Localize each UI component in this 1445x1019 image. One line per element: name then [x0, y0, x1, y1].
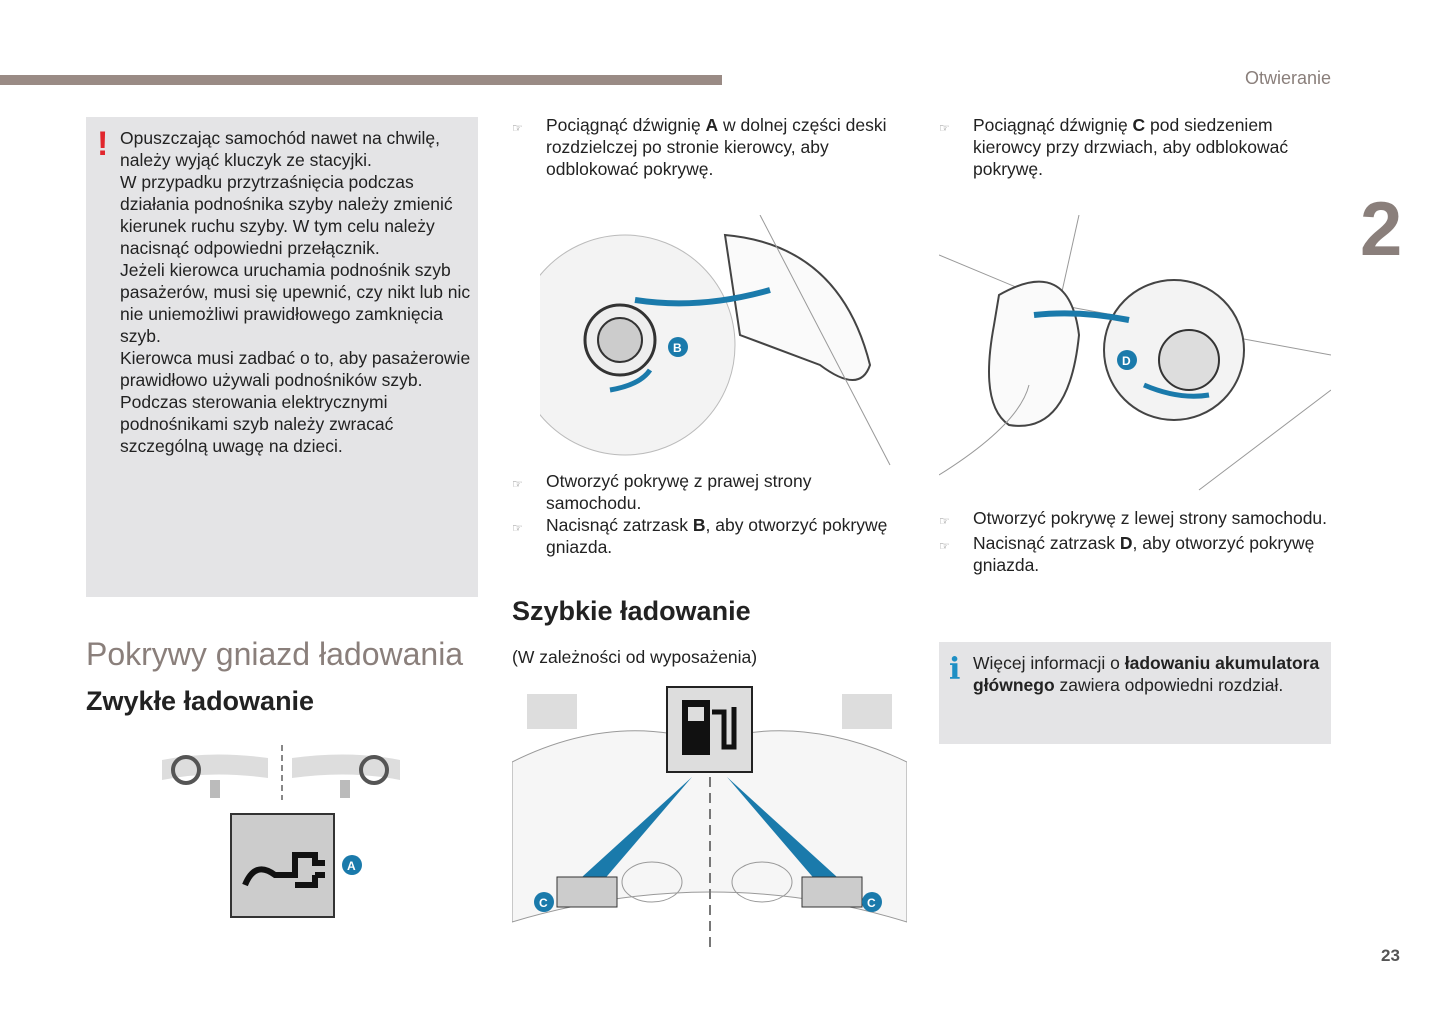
- middle-steps-bottom: ☞ Otworzyć pokrywę z prawej strony samoch…: [512, 470, 902, 558]
- label-a: A: [347, 859, 356, 873]
- page-number: 23: [1381, 946, 1400, 965]
- header-bar: [0, 75, 722, 85]
- label-b: B: [673, 341, 682, 355]
- fast-charging-illustration: C C: [512, 686, 907, 947]
- step-item: ☞ Pociągnąć dźwignię C pod siedzeniem kie…: [939, 114, 1331, 180]
- info-text: Więcej informacji o ładowaniu akumulator…: [973, 653, 1320, 695]
- warning-line: Opuszczając samochód nawet na chwilę, na…: [120, 128, 441, 170]
- heading-charging-covers: Pokrywy gniazd ładowania: [86, 636, 464, 672]
- pointing-hand-icon: ☞: [939, 121, 950, 135]
- step-text: Pociągnąć dźwignię C pod siedzeniem kier…: [973, 115, 1289, 179]
- pointing-hand-icon: ☞: [512, 477, 523, 491]
- middle-steps-top: ☞ Pociągnąć dźwignię A w dolnej części de…: [512, 114, 902, 180]
- right-steps-bottom: ☞ Otworzyć pokrywę z lewej strony samocho…: [939, 507, 1331, 576]
- pointing-hand-icon: ☞: [939, 514, 950, 528]
- step-item: ☞ Nacisnąć zatrzask B, aby otworzyć pokry…: [512, 514, 902, 558]
- step-item: ☞ Pociągnąć dźwignię A w dolnej części de…: [512, 114, 902, 180]
- right-steps-top: ☞ Pociągnąć dźwignię C pod siedzeniem kie…: [939, 114, 1331, 180]
- warning-text: Opuszczając samochód nawet na chwilę, na…: [120, 127, 472, 457]
- pointing-hand-icon: ☞: [512, 521, 523, 535]
- pointing-hand-icon: ☞: [512, 121, 523, 135]
- step-text: Otworzyć pokrywę z prawej strony samocho…: [546, 471, 812, 513]
- exclamation-icon: !: [97, 125, 109, 163]
- warning-line: Kierowca musi zadbać o to, aby pasażerow…: [120, 348, 471, 390]
- step-item: ☞ Otworzyć pokrywę z lewej strony samocho…: [939, 507, 1331, 532]
- pointing-hand-icon: ☞: [939, 539, 950, 553]
- label-c-left: C: [539, 896, 548, 910]
- warning-line: W przypadku przytrzaśnięcia podczas dzia…: [120, 172, 453, 258]
- heading-fast-charging: Szybkie ładowanie: [512, 596, 751, 626]
- normal-charging-illustration: A: [162, 745, 400, 918]
- heading-normal-charging: Zwykłe ładowanie: [86, 686, 315, 716]
- warning-line: Jeżeli kierowca uruchamia podnośnik szyb…: [120, 260, 471, 346]
- section-title: Otwieranie: [1244, 68, 1331, 88]
- step-text: Nacisnąć zatrzask D, aby otworzyć pokryw…: [973, 533, 1315, 575]
- step-item: ☞ Nacisnąć zatrzask D, aby otworzyć pokry…: [939, 532, 1331, 576]
- chapter-number: 2: [1360, 187, 1403, 272]
- left-socket-illustration: D: [939, 215, 1331, 491]
- equipment-note: (W zależności od wyposażenia): [512, 647, 758, 667]
- step-text: Pociągnąć dźwignię A w dolnej części des…: [546, 115, 887, 179]
- warning-line: Podczas sterowania elektrycznymi podnośn…: [120, 392, 394, 456]
- step-item: ☞ Otworzyć pokrywę z prawej strony samoch…: [512, 470, 902, 514]
- info-icon: i: [949, 652, 961, 687]
- info-box: [939, 642, 1331, 744]
- label-c-right: C: [867, 896, 876, 910]
- step-text: Otworzyć pokrywę z lewej strony samochod…: [973, 508, 1328, 528]
- right-socket-illustration: B: [540, 215, 891, 466]
- label-d: D: [1122, 354, 1131, 368]
- warning-box: [86, 117, 478, 597]
- step-text: Nacisnąć zatrzask B, aby otworzyć pokryw…: [546, 515, 888, 557]
